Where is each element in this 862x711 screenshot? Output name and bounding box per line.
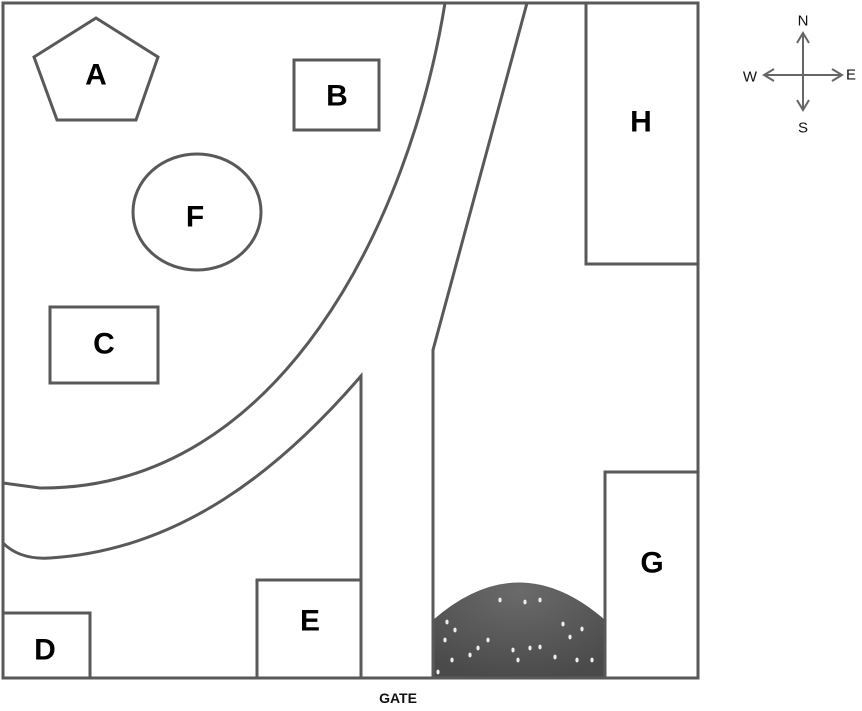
flower-dot <box>511 647 515 653</box>
building-g <box>603 470 700 680</box>
compass-south: S <box>798 120 808 137</box>
flower-dot <box>453 627 457 633</box>
building-g-label: G <box>640 547 663 580</box>
flower-dot <box>498 597 502 603</box>
building-d <box>1 611 92 680</box>
gate-label: GATE <box>379 690 417 706</box>
flower-dot <box>553 654 557 660</box>
building-d-label: D <box>34 634 56 667</box>
road-edge-curved-west <box>2 2 447 490</box>
flower-dot <box>575 657 579 663</box>
flower-dot <box>450 657 454 663</box>
compass-west: W <box>743 69 758 86</box>
building-b-label: B <box>326 80 348 113</box>
compass-north: N <box>798 13 809 30</box>
building-e <box>255 578 363 680</box>
flower-dot <box>516 657 520 663</box>
flower-dot <box>528 645 532 651</box>
building-h <box>584 1 700 266</box>
flower-dot <box>486 637 490 643</box>
building-a-label: A <box>85 59 107 92</box>
flower-dot <box>523 599 527 605</box>
road-edge-curved-inner <box>1 371 363 580</box>
flower-dot <box>538 597 542 603</box>
flower-dot <box>436 669 440 675</box>
flower-dot <box>468 652 472 658</box>
flower-dot <box>568 634 572 640</box>
building-e-label: E <box>300 605 320 638</box>
building-c-label: C <box>93 328 115 361</box>
flower-dot <box>443 637 447 643</box>
grass-area <box>433 582 605 678</box>
compass-east: E <box>846 67 856 84</box>
building-a <box>32 16 160 122</box>
building-f-label: F <box>186 201 204 234</box>
road-edge-east <box>431 2 529 678</box>
flower-dot <box>580 626 584 632</box>
flower-dot <box>476 645 480 651</box>
compass-icon <box>762 31 844 112</box>
building-c <box>48 305 160 385</box>
flower-dot <box>445 619 449 625</box>
flower-dot <box>538 644 542 650</box>
building-b <box>292 58 381 132</box>
building-h-label: H <box>630 106 652 139</box>
flower-dot <box>590 657 594 663</box>
building-f <box>131 152 263 272</box>
flower-dot <box>561 621 565 627</box>
